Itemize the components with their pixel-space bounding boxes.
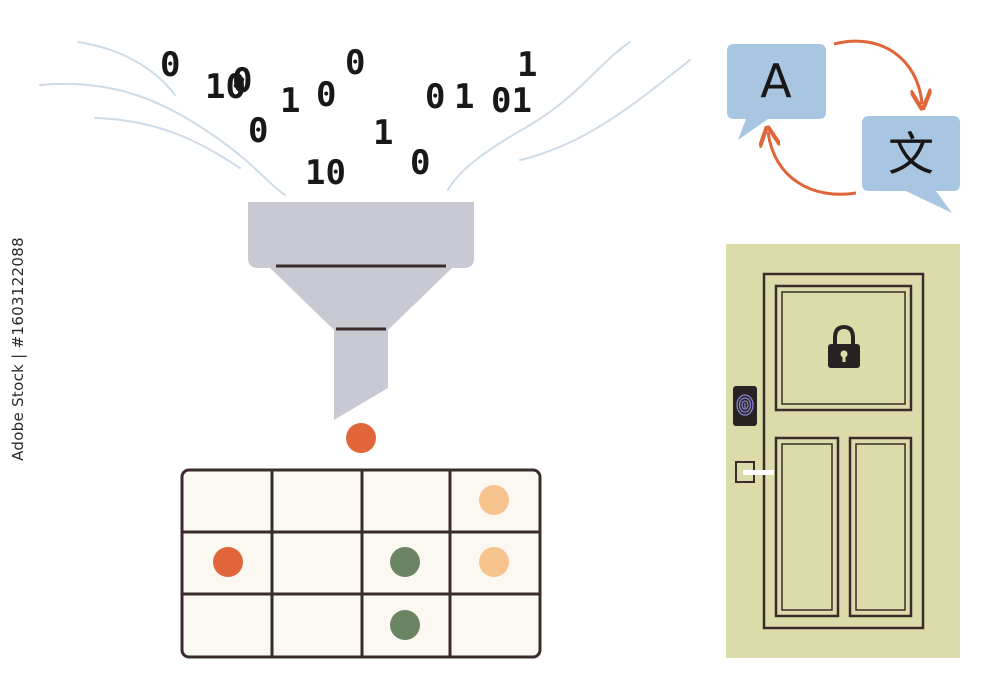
- watermark-text: Adobe Stock | #1603122088: [9, 237, 28, 461]
- fingerprint-icon: [736, 394, 754, 416]
- door-lower-right-panel-inner: [855, 443, 906, 611]
- grid-dot-green: [390, 610, 420, 640]
- funnel-cone: [268, 266, 454, 330]
- funnel-icon: [248, 202, 474, 420]
- target-glyph: 文: [888, 127, 934, 181]
- padlock-keyhole-slot: [842, 355, 846, 362]
- translate-icon: A 文: [727, 39, 960, 213]
- handle-lever: [743, 470, 774, 475]
- binary-digit: 1: [454, 77, 474, 117]
- padlock-keyhole: [840, 350, 848, 358]
- binary-digit: 1: [373, 113, 393, 153]
- target-speech-bubble: [862, 116, 960, 213]
- door-frame: [762, 272, 925, 630]
- data-stream-waves: [39, 41, 691, 196]
- door-handle: [735, 461, 774, 483]
- door-background: [726, 244, 960, 658]
- arrow-icon: [833, 39, 922, 104]
- fingerprint-scanner-icon: [733, 386, 757, 426]
- grid-dot-peach: [479, 547, 509, 577]
- data-grid-icon: [180, 468, 542, 659]
- padlock-icon: [828, 324, 860, 368]
- binary-digit: 0: [425, 77, 445, 117]
- source-speech-bubble: [727, 44, 826, 140]
- wave-line: [39, 82, 286, 196]
- source-letter: A: [760, 54, 792, 108]
- wave-line: [519, 59, 691, 161]
- arrow-icon: [768, 132, 857, 196]
- binary-digit: 0: [248, 111, 268, 151]
- binary-digit: 1: [517, 45, 537, 85]
- wave-line: [94, 117, 241, 169]
- door-lower-left-panel: [774, 436, 840, 618]
- wave-line: [447, 41, 631, 191]
- funnel-spout: [334, 328, 388, 420]
- binary-digit: 1: [280, 81, 300, 121]
- stock-watermark: Adobe Stock | #1603122088: [0, 0, 36, 698]
- funnel-rim: [248, 202, 474, 268]
- binary-digit: 10: [205, 67, 246, 107]
- grid-dot-green: [390, 547, 420, 577]
- binary-digit: 0: [160, 45, 180, 85]
- grid-dot-orange: [213, 547, 243, 577]
- door-upper-panel-inner: [781, 291, 906, 405]
- binary-digit: 0: [232, 61, 252, 101]
- binary-digit: 0: [345, 43, 365, 83]
- falling-data-dot: [346, 423, 376, 453]
- padlock-shackle: [833, 324, 855, 346]
- binary-digit: 01: [491, 81, 532, 121]
- door-upper-panel: [774, 284, 913, 412]
- binary-digit: 0: [410, 143, 430, 183]
- binary-digit: 0: [316, 75, 336, 115]
- wave-line: [77, 41, 176, 96]
- door-lower-left-panel-inner: [781, 443, 833, 611]
- binary-digit: 10: [305, 153, 346, 193]
- binary-stream: 0 10 1 0 0 0 0 1 1 01 1 10 0 0: [160, 43, 537, 193]
- door-lower-right-panel: [848, 436, 913, 618]
- door-icon: [726, 244, 960, 658]
- grid-dot-peach: [479, 485, 509, 515]
